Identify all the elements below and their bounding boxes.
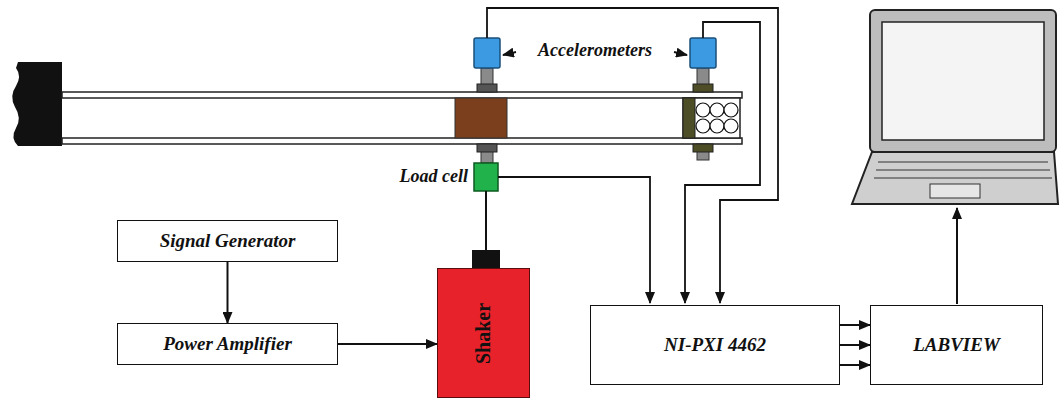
damper-particles xyxy=(696,103,738,133)
accelerometer xyxy=(474,38,500,68)
signal-arrow xyxy=(338,343,437,345)
beam-top xyxy=(62,92,742,98)
beam-bottom xyxy=(62,138,742,144)
shaker-head xyxy=(472,250,500,270)
signal-arrow xyxy=(227,262,229,323)
sensor-wire xyxy=(685,22,760,303)
data-arrow xyxy=(956,208,958,304)
sensor-wire xyxy=(487,8,778,303)
leader-arrow xyxy=(503,52,516,55)
nut xyxy=(693,144,713,152)
signal-arrow xyxy=(840,324,870,326)
node-text: LABVIEW xyxy=(913,334,1000,356)
accelerometer xyxy=(690,38,716,68)
fixed-clamp xyxy=(12,62,62,146)
nut xyxy=(477,84,497,92)
damper-cap xyxy=(683,98,695,138)
nut xyxy=(477,144,497,152)
stinger xyxy=(485,191,487,250)
signal-arrow xyxy=(840,364,870,366)
software-box: LABVIEW xyxy=(870,305,1043,385)
excitation-block xyxy=(455,98,507,138)
nut xyxy=(693,84,713,92)
node-text: NI-PXI 4462 xyxy=(664,334,766,356)
daq-box: NI-PXI 4462 xyxy=(590,305,840,385)
particle-damper xyxy=(683,98,740,138)
part-label: Accelerometers xyxy=(520,40,670,61)
node-text: Power Amplifier xyxy=(163,333,292,355)
leader-arrow xyxy=(674,52,687,55)
load-cell xyxy=(474,163,498,191)
amplifier-box: Power Amplifier xyxy=(117,323,338,365)
node-text: Shaker xyxy=(472,302,495,363)
shaker-body: Shaker xyxy=(437,268,530,398)
part-label: Load cell xyxy=(350,166,468,187)
node-text: Signal Generator xyxy=(160,230,296,252)
signal-arrow xyxy=(840,344,870,346)
laptop-icon xyxy=(852,10,1058,204)
generator-box: Signal Generator xyxy=(117,220,338,262)
